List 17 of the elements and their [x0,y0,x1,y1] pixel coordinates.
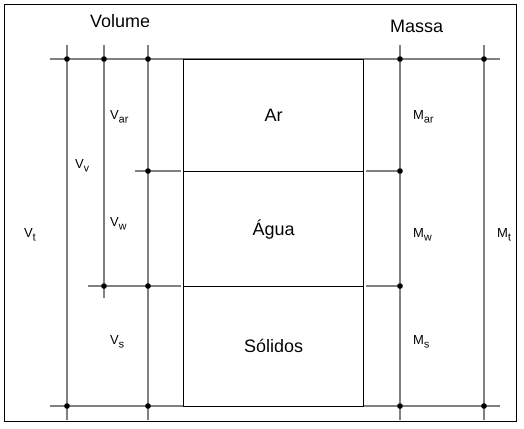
axis-title: Volume [90,12,150,30]
phase-box [183,286,364,407]
phase-name: Sólidos [244,336,304,357]
phase-name: Água [252,218,295,240]
phase-name: Ar [264,105,282,126]
dimension-label: V$_{ar}$ [110,108,128,126]
dimension-label: V$_{t}$ [24,226,36,244]
dimension-label: M$_{t}$ [497,226,511,244]
phase-box [183,59,364,172]
dimension-label: V$_{v}$ [75,157,90,174]
axis-title: Massa [390,17,444,35]
phase-box [183,171,364,287]
dimension-label: V$_{w}$ [110,215,126,232]
dimension-label: V$_{s}$ [110,333,124,350]
dimension-label: M$_{w}$ [413,226,432,244]
dimension-label: M$_{ar}$ [413,108,434,126]
dimension-label: M$_{s}$ [413,333,430,350]
